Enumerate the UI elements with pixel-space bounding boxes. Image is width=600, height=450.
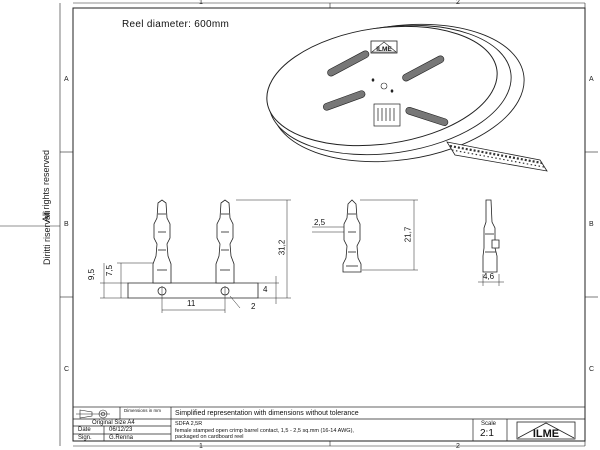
row-label-b-right: B [589,221,594,228]
dim-21-7: 21,7 [403,226,413,243]
column-label-2: 2 [456,0,460,6]
dim-4-6: 4,6 [483,272,495,281]
dim-2: 2 [251,302,256,311]
row-label-a-right: A [589,76,594,83]
description-title: Simplified representation with dimension… [175,410,359,417]
column-label-1: 1 [199,0,203,6]
date-value: 06/12/23 [109,427,133,433]
scale-label: Scale [481,421,497,427]
sign-value: G.Renna [109,435,134,441]
scale-value: 2:1 [480,428,494,439]
side-text-rights: All rights reserved [41,149,51,222]
date-label: Date [78,427,91,433]
svg-text:ILME: ILME [376,46,392,53]
description-line-2: packaged on cardboard reel [175,434,244,440]
dim-9-5: 9,5 [87,268,97,281]
row-label-c-right: C [589,366,595,373]
column-label-1-bottom: 1 [199,443,203,450]
contact-side-view [342,199,362,273]
dimensions-in-mm-label: Dimensions in mm [124,408,162,413]
dim-2-5: 2,5 [314,218,326,227]
svg-text:ILME: ILME [533,428,559,440]
original-size-label: Original Size A4 [92,420,135,426]
title-block-lines [72,406,586,442]
dim-7-5: 7,5 [105,264,115,277]
ilme-logo: ILME [516,421,576,440]
reel-logo: ILME [370,40,398,54]
profile-view-dimensions [478,274,504,286]
projection-symbol-icon [76,409,110,419]
reel-illustration: ILME [266,23,548,172]
sign-label: Sign. [78,435,92,441]
description-line-1: female stamped open crimp barrel contact… [175,428,354,434]
contact-profile-view [482,199,500,273]
row-label-b: B [64,221,69,228]
side-view-dimensions [312,199,418,271]
dim-4: 4 [263,285,268,294]
reel-diameter-title: Reel diameter: 600mm [122,19,230,30]
front-view-dimensions [100,199,291,313]
contact-front-view [127,199,259,299]
dim-31-2: 31,2 [277,239,287,256]
row-label-a: A [64,76,69,83]
row-label-c: C [64,366,70,373]
column-label-2-bottom: 2 [456,443,460,450]
dim-11: 11 [187,299,196,308]
part-code: SDFA 2,5R [175,421,203,427]
